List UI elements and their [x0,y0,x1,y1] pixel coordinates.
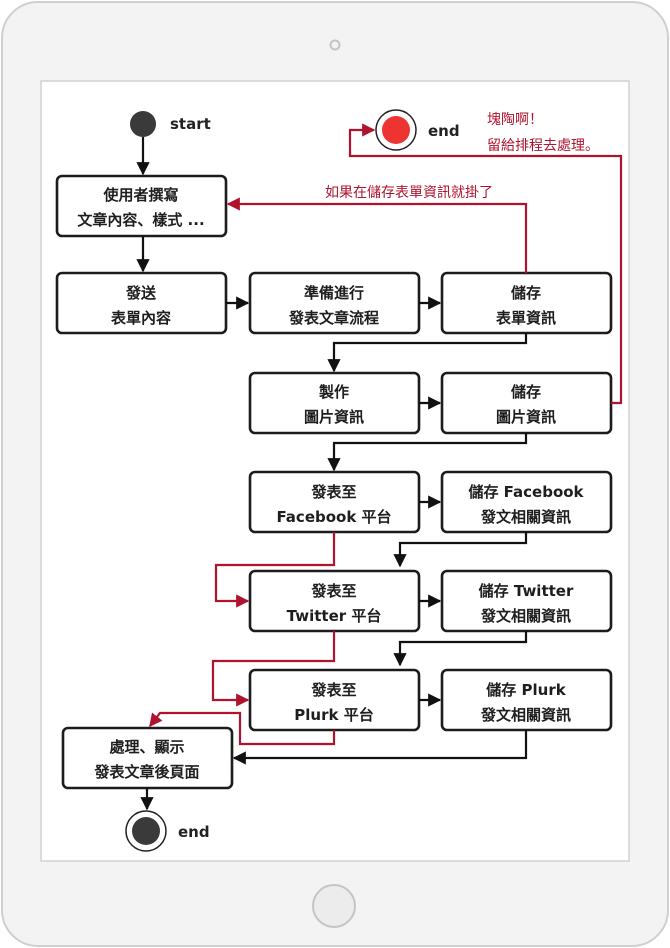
svg-text:表單資訊: 表單資訊 [496,309,556,327]
svg-text:使用者撰寫: 使用者撰寫 [102,186,178,204]
svg-text:發文相關資訊: 發文相關資訊 [480,706,571,724]
svg-text:發表至: 發表至 [310,681,356,699]
svg-text:發文相關資訊: 發文相關資訊 [480,607,571,625]
svg-text:Twitter 平台: Twitter 平台 [287,607,382,625]
action-post-plurk: 發表至 Plurk 平台 [248,668,421,732]
tablet-home-button[interactable] [312,884,356,928]
error-note-line-2: 留給排程去處理。 [487,138,599,154]
action-post-facebook: 發表至 Facebook 平台 [248,470,421,534]
action-store-facebook: 儲存 Facebook 發文相關資訊 [440,470,613,534]
action-send-form: 發送 表單內容 [55,271,228,335]
error-note-line-1: 塊陶啊！ [487,112,543,128]
final-end-label: end [178,823,210,841]
flow-store-image-to-post-fb [327,433,528,472]
flow-store-plurk-to-show [232,730,528,765]
svg-text:處理、顯示: 處理、顯示 [109,738,184,756]
error-end-node [382,116,410,144]
action-store-twitter: 儲存 Twitter 發文相關資訊 [440,569,613,633]
action-store-form: 儲存 表單資訊 [440,271,613,335]
svg-text:準備進行: 準備進行 [304,284,364,302]
svg-text:發送: 發送 [125,284,157,302]
svg-text:表單內容: 表單內容 [111,309,171,327]
svg-text:Plurk 平台: Plurk 平台 [294,706,373,724]
action-post-twitter: 發表至 Twitter 平台 [248,569,421,633]
final-end-node [132,817,160,845]
action-compose-article: 使用者撰寫 文章內容、樣式 ... [55,174,228,238]
flow-store-form-to-make-image [327,333,528,373]
svg-text:發表至: 發表至 [310,582,356,600]
action-show-result-page: 處理、顯示 發表文章後頁面 [61,726,234,790]
svg-text:儲存: 儲存 [511,284,541,302]
failure-note: 如果在儲存表單資訊就掛了 [325,185,493,201]
action-store-image: 儲存 圖片資訊 [440,371,613,435]
svg-text:文章內容、樣式 ...: 文章內容、樣式 ... [77,211,204,229]
flow-store-fb-to-post-tw [393,532,528,568]
svg-text:儲存 Plurk: 儲存 Plurk [486,681,566,699]
action-make-image: 製作 圖片資訊 [248,371,421,435]
tablet-camera [329,39,341,51]
svg-text:儲存 Twitter: 儲存 Twitter [479,582,574,600]
svg-text:儲存 Facebook: 儲存 Facebook [468,483,584,501]
start-node [130,111,156,137]
svg-text:發文相關資訊: 發文相關資訊 [480,508,571,526]
svg-text:圖片資訊: 圖片資訊 [304,408,364,426]
error-end-label: end [428,122,460,140]
failure-store-image-to-end [348,123,623,405]
failure-store-form-to-compose [226,197,528,273]
svg-text:發表文章流程: 發表文章流程 [288,309,379,327]
failure-post-tw-to-post-plurk [211,631,336,707]
svg-text:儲存: 儲存 [511,383,541,401]
start-label: start [170,115,211,133]
flow-store-tw-to-post-plurk [393,631,528,667]
svg-text:發表至: 發表至 [310,483,356,501]
failure-post-fb-to-post-tw [214,532,336,608]
svg-text:製作: 製作 [318,383,349,401]
svg-text:Facebook 平台: Facebook 平台 [276,508,391,526]
svg-text:圖片資訊: 圖片資訊 [496,408,556,426]
svg-text:發表文章後頁面: 發表文章後頁面 [93,763,199,781]
action-prepare-publish: 準備進行 發表文章流程 [248,271,421,335]
action-store-plurk: 儲存 Plurk 發文相關資訊 [440,668,613,732]
failure-post-plurk-to-show [149,711,336,746]
